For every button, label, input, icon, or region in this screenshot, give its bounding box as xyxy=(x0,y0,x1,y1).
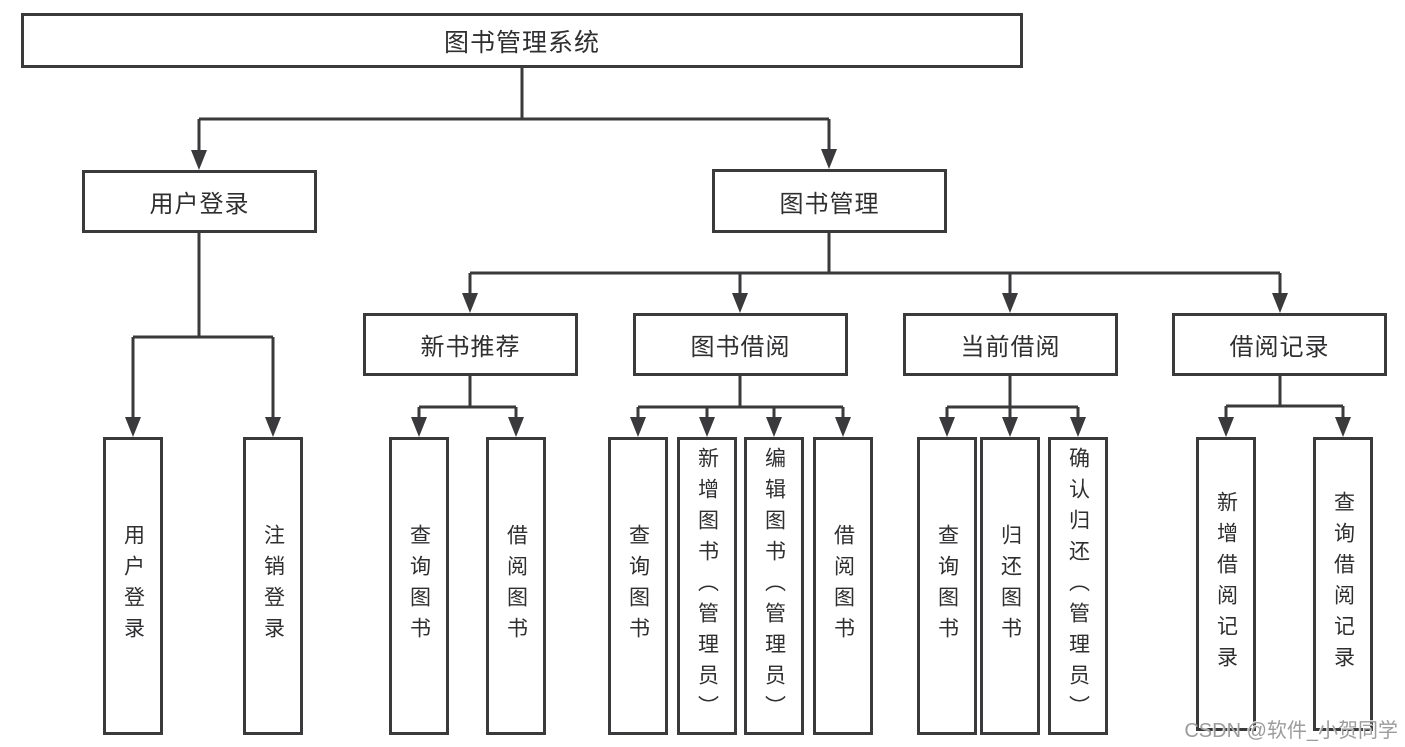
leaf-add-books: 新增图书（管理员） xyxy=(677,437,737,735)
leaf-edit-books: 编辑图书（管理员） xyxy=(744,437,804,735)
arrowhead xyxy=(732,293,748,313)
node-user-login: 用户登录 xyxy=(82,170,317,233)
leaf-borrow-books-label: 借阅图书 xyxy=(831,524,855,648)
arrowhead xyxy=(411,417,427,437)
arrowhead xyxy=(630,417,646,437)
leaf-borrow-books-recommend-label: 借阅图书 xyxy=(504,524,528,648)
node-root: 图书管理系统 xyxy=(21,13,1023,68)
arrowhead xyxy=(265,417,281,437)
leaf-borrow-books: 借阅图书 xyxy=(813,437,873,735)
node-root-label: 图书管理系统 xyxy=(443,28,600,57)
node-current-borrowing: 当前借阅 xyxy=(903,313,1118,376)
node-user-login-label: 用户登录 xyxy=(149,191,250,218)
leaf-borrow-books-recommend: 借阅图书 xyxy=(486,437,546,735)
arrowhead xyxy=(508,417,524,437)
arrowhead xyxy=(125,417,141,437)
node-current-borrowing-label: 当前借阅 xyxy=(960,334,1061,361)
arrowhead xyxy=(766,417,782,437)
arrowhead xyxy=(1002,293,1018,313)
leaf-query-books-recommend-label: 查询图书 xyxy=(407,524,431,648)
leaf-user-login: 用户登录 xyxy=(103,437,163,735)
leaf-user-login-label: 用户登录 xyxy=(121,524,145,648)
leaf-query-books-borrowing: 查询图书 xyxy=(608,437,668,735)
watermark-text: CSDN @软件_小贺同学 xyxy=(1184,720,1398,742)
arrowhead xyxy=(835,417,851,437)
node-borrowing-records: 借阅记录 xyxy=(1172,313,1387,376)
arrowhead xyxy=(699,417,715,437)
leaf-add-borrow-record: 新增借阅记录 xyxy=(1196,437,1256,731)
arrowhead xyxy=(821,149,837,169)
leaf-add-borrow-record-label: 新增借阅记录 xyxy=(1214,491,1238,677)
leaf-confirm-return: 确认归还（管理员） xyxy=(1048,437,1108,735)
arrowhead xyxy=(462,293,478,313)
leaf-query-books-recommend: 查询图书 xyxy=(389,437,449,735)
node-book-management: 图书管理 xyxy=(712,169,947,233)
arrowhead xyxy=(1070,417,1086,437)
leaf-return-books-label: 归还图书 xyxy=(998,524,1022,648)
leaf-query-borrow-record-label: 查询借阅记录 xyxy=(1331,491,1355,677)
leaf-logout: 注销登录 xyxy=(243,437,303,735)
node-borrowing-records-label: 借阅记录 xyxy=(1229,334,1330,361)
arrowhead xyxy=(1272,293,1288,313)
node-new-book-recommend: 新书推荐 xyxy=(363,313,578,376)
node-new-book-recommend-label: 新书推荐 xyxy=(420,334,521,361)
leaf-query-books-current: 查询图书 xyxy=(917,437,977,735)
leaf-logout-label: 注销登录 xyxy=(261,524,285,648)
leaf-add-books-label: 新增图书（管理员） xyxy=(695,446,719,726)
node-book-management-label: 图书管理 xyxy=(779,190,880,218)
arrowhead xyxy=(1335,417,1351,437)
arrowhead xyxy=(1002,417,1018,437)
leaf-edit-books-label: 编辑图书（管理员） xyxy=(762,446,786,726)
arrowhead xyxy=(1218,417,1234,437)
leaf-confirm-return-label: 确认归还（管理员） xyxy=(1066,446,1090,726)
leaf-query-borrow-record: 查询借阅记录 xyxy=(1313,437,1373,731)
leaf-query-books-borrowing-label: 查询图书 xyxy=(626,524,650,648)
node-book-borrowing: 图书借阅 xyxy=(633,313,848,376)
arrowhead xyxy=(191,150,207,170)
leaf-return-books: 归还图书 xyxy=(980,437,1040,735)
arrowhead xyxy=(939,417,955,437)
node-book-borrowing-label: 图书借阅 xyxy=(690,334,791,361)
arrowheads xyxy=(125,149,1351,437)
connector-path xyxy=(131,68,1345,433)
leaf-query-books-current-label: 查询图书 xyxy=(935,524,959,648)
